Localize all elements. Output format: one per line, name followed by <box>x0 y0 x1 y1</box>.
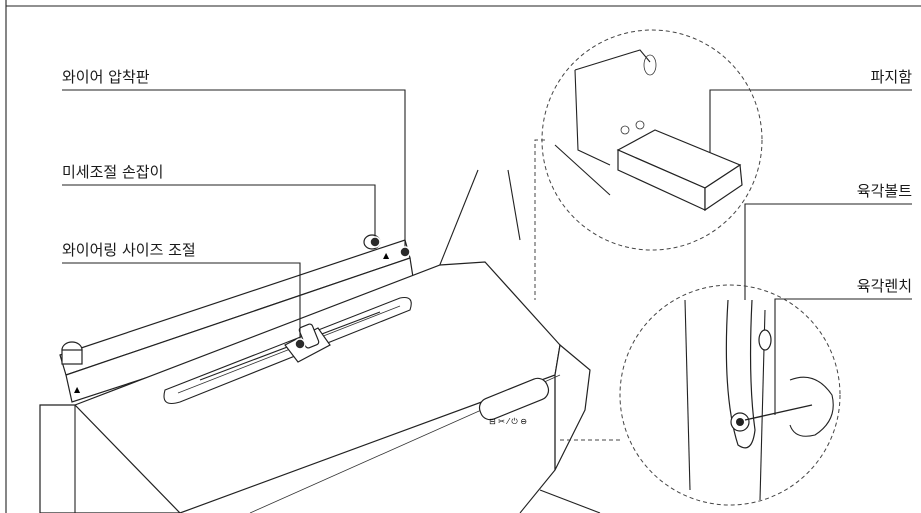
hex-bolt-socket <box>736 418 744 426</box>
label-hex-wrench: 육각렌치 <box>857 277 912 295</box>
left-knob-base <box>61 349 83 365</box>
label-wire-press-plate: 와이어 압착판 <box>62 68 150 86</box>
leader-hex-wrench <box>774 298 912 415</box>
dot-wire-press <box>399 246 411 258</box>
hand-outline <box>789 376 834 437</box>
label-wire-ring-size: 와이어링 사이즈 조절 <box>62 241 196 259</box>
leader-lines <box>62 89 912 425</box>
waste-base <box>554 144 611 196</box>
detail-circle-2 <box>619 284 841 506</box>
handle-lever-1 <box>436 169 479 273</box>
label-fine-adjust-knob: 미세조절 손잡이 <box>62 163 163 181</box>
detail-hex-bolt <box>560 284 841 506</box>
leader-hex-bolt <box>744 203 912 425</box>
bolt-knob <box>758 329 772 351</box>
waste-body-left <box>574 69 611 166</box>
binding-machine: ▲ ▲ ⊟ ✂ ⁄ ⏻ ⊖ <box>39 169 601 513</box>
waste-hole <box>643 54 657 76</box>
detail-connector-1 <box>534 139 545 300</box>
waste-drawer-side <box>704 163 743 212</box>
bolt-arm <box>725 299 756 449</box>
control-panel <box>478 377 550 421</box>
waste-body-top <box>574 49 651 71</box>
dot-wire-ring <box>294 338 306 350</box>
bolt-frame-left <box>684 299 691 491</box>
base-line <box>539 489 601 513</box>
body-edge-2 <box>519 375 556 513</box>
leader-waste-box <box>709 89 912 178</box>
leader-fine-adjust <box>62 184 376 240</box>
handle-lever-2 <box>507 169 521 241</box>
leader-wire-press <box>62 89 406 250</box>
label-hex-bolt: 육각볼트 <box>857 182 912 200</box>
hex-wrench-shaft <box>744 404 813 421</box>
waste-pin-2 <box>635 120 645 130</box>
main-body-side <box>554 343 591 471</box>
panel-icons: ⊟ ✂ ⁄ ⏻ ⊖ <box>489 417 527 426</box>
leader-wire-ring <box>62 262 301 340</box>
arrow-mark-right: ▲ <box>383 251 390 260</box>
waste-pin-1 <box>620 125 630 135</box>
label-punch-waste-box: 파지함 <box>871 68 913 86</box>
detail-waste-box <box>534 29 763 300</box>
arrow-mark-left: ▲ <box>74 385 81 394</box>
punch-slot <box>163 296 412 405</box>
dot-fine-adjust <box>369 236 381 248</box>
